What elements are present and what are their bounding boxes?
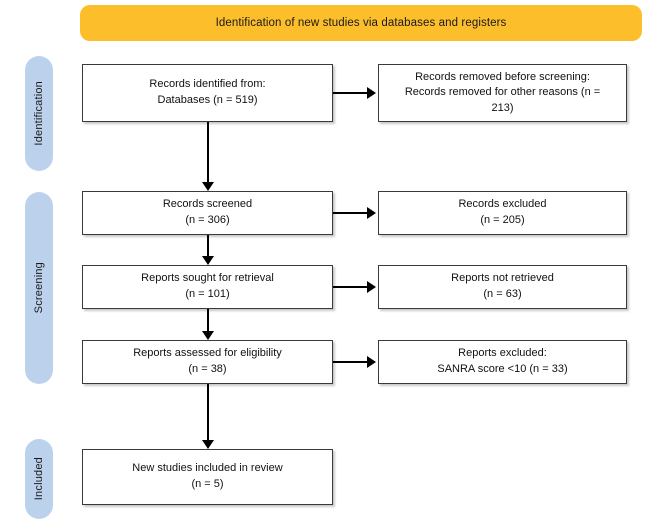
connector-line-assessed-to-excluded-reports: [333, 361, 369, 363]
arrowhead-right-icon-excluded-records: [367, 207, 376, 219]
connector-line-sought-to-assessed: [207, 309, 209, 331]
flow-box-text-reports-sought: Reports sought for retrieval (n = 101): [141, 272, 274, 300]
diagram-title: Identification of new studies via databa…: [215, 17, 507, 29]
connector-line-assessed-to-included: [207, 384, 209, 440]
stage-rail-identification: Identification: [25, 56, 53, 171]
arrowhead-down-icon-included: [202, 440, 214, 449]
flow-box-records-excluded: Records excluded (n = 205): [378, 191, 627, 235]
connector-line-screened-to-excluded: [333, 212, 369, 214]
flow-box-text-records-identified: Records identified from: Databases (n = …: [149, 78, 266, 106]
arrowhead-right-icon-excluded-reports: [367, 356, 376, 368]
flow-box-text-reports-assessed: Reports assessed for eligibility (n = 38…: [133, 347, 282, 375]
flow-box-text-records-screened: Records screened (n = 306): [162, 198, 253, 226]
flow-box-text-records-excluded: Records excluded (n = 205): [458, 198, 547, 226]
flow-box-reports-not-retrieved: Reports not retrieved (n = 63): [378, 265, 627, 309]
flow-box-new-studies-included: New studies included in review (n = 5): [82, 449, 333, 505]
stage-rail-label-included: Included: [33, 457, 45, 501]
connector-line-identified-to-screened: [207, 122, 209, 182]
flow-box-text-reports-not-retrieved: Reports not retrieved (n = 63): [451, 272, 554, 300]
connector-line-identified-to-removed: [333, 92, 369, 94]
flow-box-text-new-studies-included: New studies included in review (n = 5): [132, 462, 283, 490]
diagram-header-banner: Identification of new studies via databa…: [80, 5, 642, 41]
flow-box-text-records-removed: Records removed before screening: Record…: [404, 70, 601, 114]
flow-box-text-reports-excluded: Reports excluded: SANRA score <10 (n = 3…: [437, 347, 568, 375]
arrowhead-right-icon-removed: [367, 87, 376, 99]
stage-rail-label-identification: Identification: [33, 81, 45, 146]
connector-line-sought-to-not-retrieved: [333, 286, 369, 288]
flow-box-reports-sought: Reports sought for retrieval (n = 101): [82, 265, 333, 309]
arrowhead-right-icon-not-retrieved: [367, 281, 376, 293]
stage-rail-screening: Screening: [25, 192, 53, 384]
arrowhead-down-icon-screened: [202, 182, 214, 191]
stage-rail-included: Included: [25, 439, 53, 519]
flow-box-reports-assessed: Reports assessed for eligibility (n = 38…: [82, 340, 333, 384]
arrowhead-down-icon-sought: [202, 256, 214, 265]
flow-box-records-identified: Records identified from: Databases (n = …: [82, 64, 333, 122]
flow-box-records-screened: Records screened (n = 306): [82, 191, 333, 235]
flow-box-reports-excluded: Reports excluded: SANRA score <10 (n = 3…: [378, 340, 627, 384]
stage-rail-label-screening: Screening: [33, 262, 45, 314]
arrowhead-down-icon-assessed: [202, 331, 214, 340]
connector-line-screened-to-sought: [207, 235, 209, 256]
flow-box-records-removed: Records removed before screening: Record…: [378, 64, 627, 122]
